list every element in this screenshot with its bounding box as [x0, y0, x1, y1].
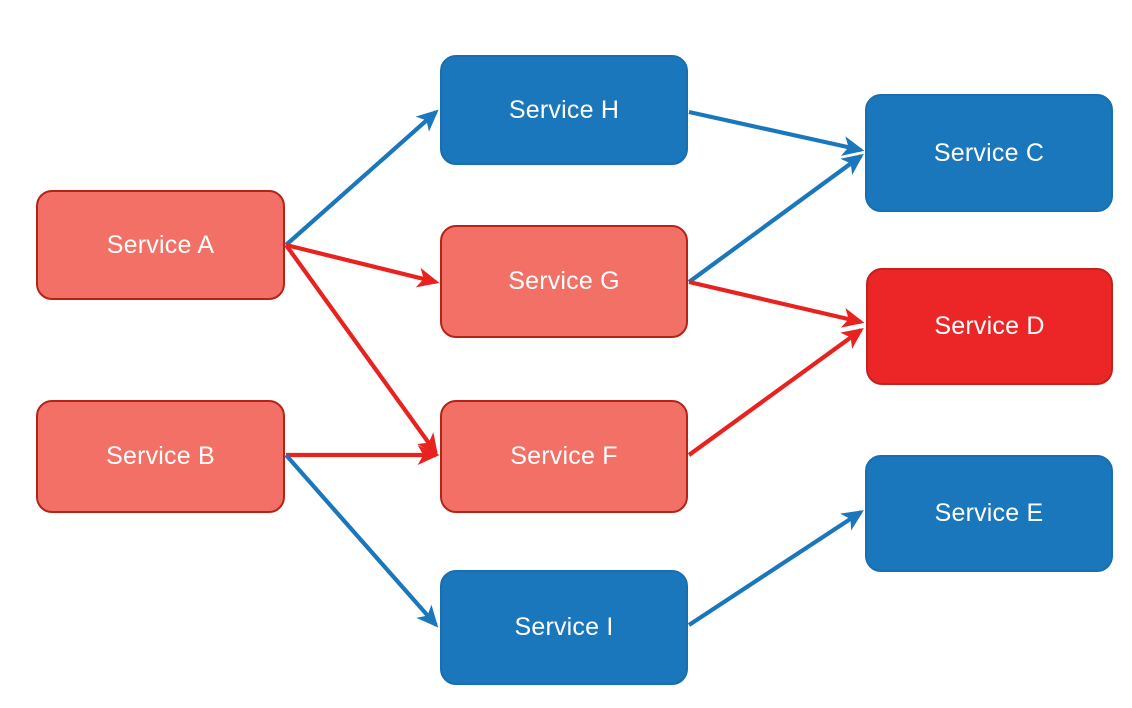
edge-b-to-i [284, 453, 439, 628]
edge-line [285, 242, 440, 288]
node-label: Service E [934, 499, 1044, 527]
edge-line [687, 327, 864, 457]
edge-line [687, 510, 864, 627]
node-label: Service D [934, 312, 1045, 340]
edge-line [284, 109, 439, 247]
node-label: Service I [514, 613, 614, 641]
node-service-c[interactable]: Service C [865, 94, 1113, 212]
node-label: Service G [508, 267, 620, 295]
edge-a-to-h [284, 109, 439, 247]
edge-i-to-e [687, 510, 864, 627]
node-service-g[interactable]: Service G [440, 225, 688, 338]
node-service-i[interactable]: Service I [440, 570, 688, 685]
edge-f-to-d [687, 327, 864, 457]
node-service-b[interactable]: Service B [36, 400, 285, 513]
edge-line [688, 109, 865, 156]
node-service-e[interactable]: Service E [865, 455, 1113, 572]
node-service-f[interactable]: Service F [440, 400, 688, 513]
node-label: Service B [106, 442, 215, 470]
edge-line [688, 279, 865, 328]
edge-line [284, 453, 439, 628]
node-service-a[interactable]: Service A [36, 190, 285, 300]
node-service-h[interactable]: Service H [440, 55, 688, 165]
edge-a-to-g [285, 242, 440, 288]
edge-g-to-c [687, 153, 864, 284]
node-service-d[interactable]: Service D [866, 268, 1113, 385]
edge-line [284, 243, 439, 456]
edge-g-to-d [688, 279, 865, 328]
node-label: Service H [508, 95, 620, 124]
node-label: Service A [106, 230, 215, 259]
edge-a-to-f [284, 243, 439, 456]
node-label: Service C [933, 138, 1045, 167]
edge-h-to-c [688, 109, 865, 156]
edge-line [687, 153, 864, 284]
node-label: Service F [510, 442, 618, 470]
